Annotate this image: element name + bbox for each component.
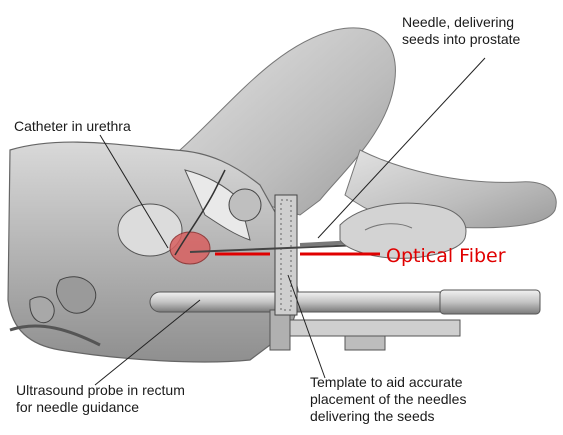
template-label: Template to aid accurate placement of th… [310, 374, 466, 425]
catheter-label: Catheter in urethra [14, 118, 131, 135]
ultrasound-label: Ultrasound probe in rectum for needle gu… [16, 382, 185, 416]
needle-label: Needle, delivering seeds into prostate [402, 14, 520, 48]
optical-fiber-label: Optical Fiber [386, 245, 506, 267]
stepper-base [270, 320, 460, 336]
pubic-bone [229, 189, 261, 221]
template-grid [275, 195, 297, 315]
prostate [170, 232, 210, 264]
